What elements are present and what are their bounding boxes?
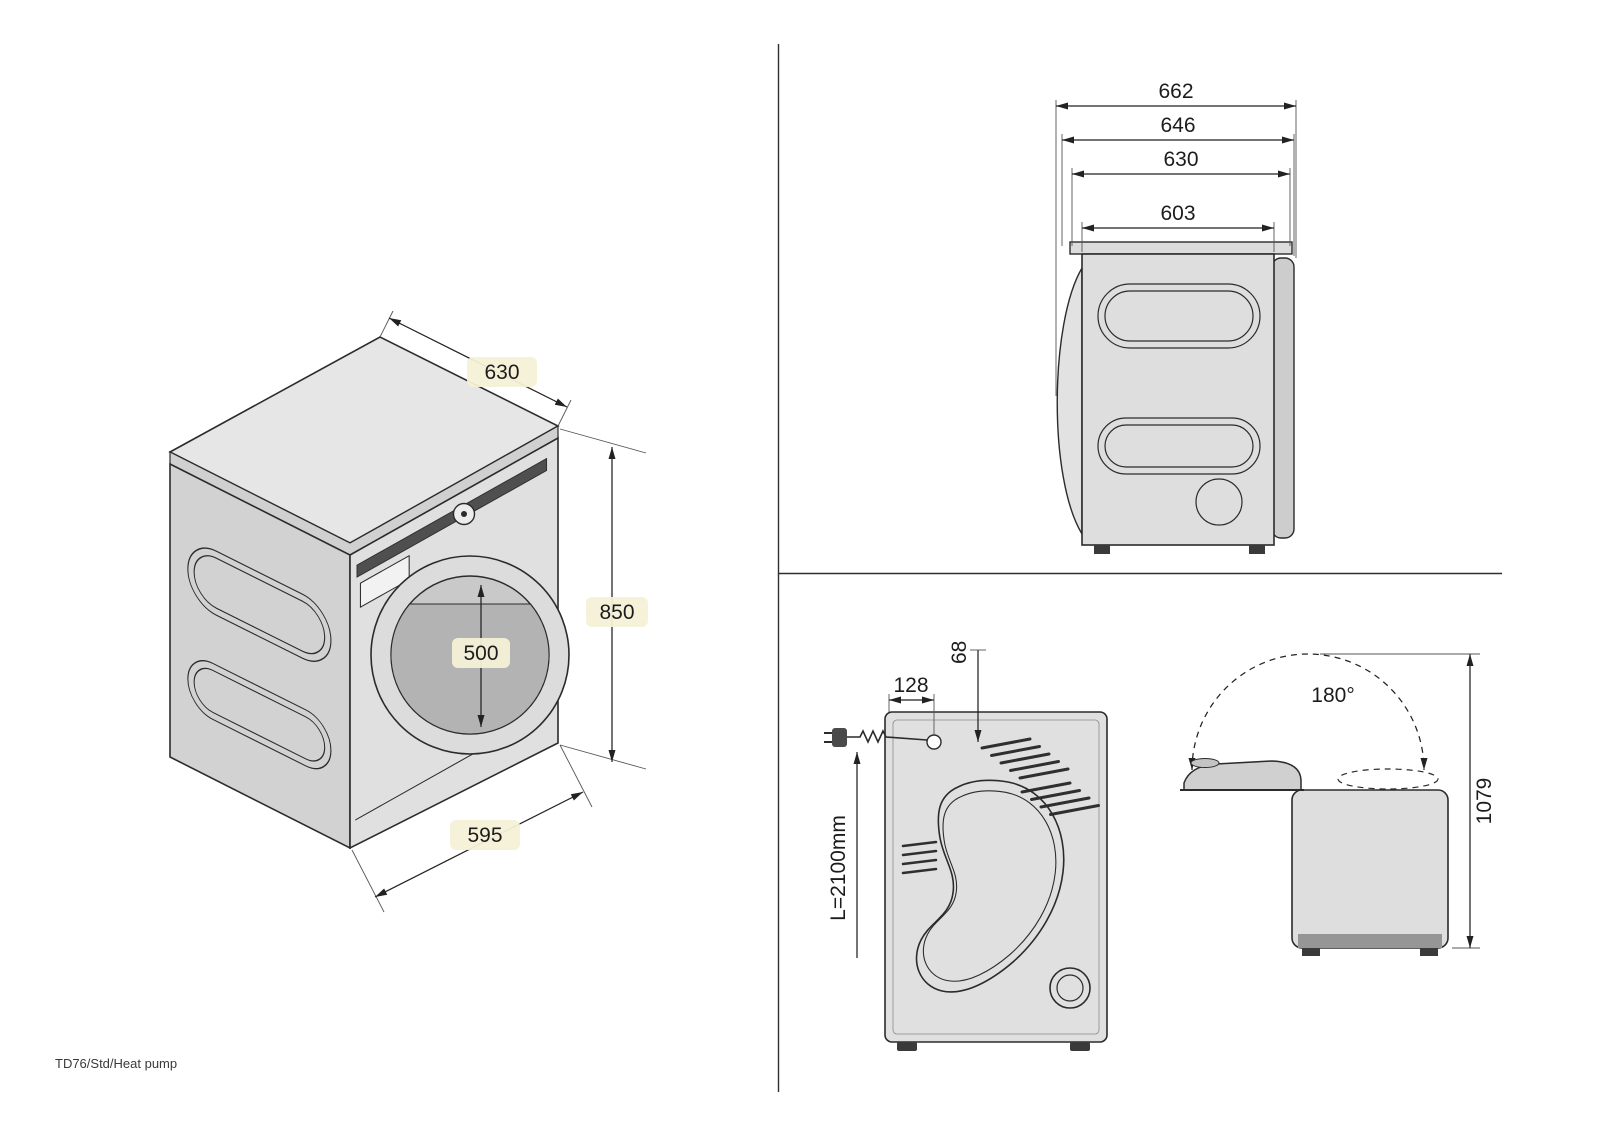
dim-1079-label: 1079 — [1473, 778, 1496, 825]
dim-662: 662 — [1055, 80, 1297, 396]
side-view: 662 646 630 603 — [1055, 80, 1297, 554]
lid-swing-arc — [1188, 653, 1428, 771]
louvre-slat — [901, 840, 938, 848]
dim-662-label: 662 — [1158, 80, 1193, 103]
vent-slot — [1097, 417, 1261, 475]
front-bulge — [1056, 265, 1083, 537]
dim-inlet-depth: 68 — [948, 641, 986, 742]
power-plug-icon — [832, 728, 847, 747]
dim-door-label: 500 — [463, 642, 498, 665]
cable-channel-inner — [922, 790, 1057, 982]
isometric-view: 630 850 500 595 — [168, 310, 648, 913]
vent-slot-inner — [1104, 424, 1254, 468]
vent-slot-inner — [193, 667, 326, 762]
louvre-slat — [990, 745, 1041, 757]
extension-line — [559, 428, 647, 454]
rear-panel — [884, 711, 1108, 1043]
service-circle — [1195, 478, 1243, 526]
side-vent-slots — [187, 547, 332, 770]
vent-slot — [187, 547, 332, 662]
dim-646: 646 — [1061, 114, 1295, 256]
dim-cable-length: L=2100mm — [827, 752, 861, 958]
foot — [1420, 948, 1438, 956]
louvre-slat — [1018, 767, 1070, 780]
dimension-highlight — [452, 638, 510, 668]
foot — [1249, 545, 1265, 554]
vent-slot — [187, 660, 332, 770]
drain-circle-inner — [1056, 974, 1084, 1002]
rear-view: 128 68 L=2100mm — [824, 641, 1108, 1051]
louvre-slat — [901, 849, 938, 857]
drum-base — [1298, 934, 1442, 948]
dim-depth-label: 630 — [484, 361, 519, 384]
control-strip — [356, 457, 548, 578]
dim-height-label: 850 — [599, 601, 634, 624]
dim-646-label: 646 — [1160, 114, 1195, 137]
drain-circle — [1049, 967, 1091, 1009]
control-knob-center — [461, 511, 467, 517]
extension-line — [559, 744, 647, 770]
dim-depth: 630 — [379, 310, 572, 427]
dim-width: 595 — [351, 744, 593, 913]
dim-630-label: 630 — [1163, 148, 1198, 171]
cable-grommet — [926, 734, 942, 750]
louvre-slat — [1039, 796, 1091, 809]
power-cord — [847, 729, 928, 744]
cable-channel-outer — [915, 779, 1065, 993]
louvre-slat — [999, 752, 1051, 765]
drum-body — [1291, 789, 1449, 949]
louvre-slat — [980, 737, 1032, 750]
power-cord-assembly — [824, 728, 942, 750]
vent-slot — [1097, 283, 1261, 349]
dim-68-label: 68 — [948, 641, 971, 664]
rear-panel-seam — [892, 719, 1100, 1035]
dim-128-label: 128 — [893, 674, 928, 697]
dimension-highlight — [467, 357, 537, 387]
extension-line — [559, 744, 593, 808]
dim-cord-offset: 128 — [888, 674, 935, 734]
louvre-slat — [1009, 760, 1060, 772]
cable-length-label: L=2100mm — [827, 815, 850, 921]
top-plate — [1069, 241, 1293, 255]
lid-view: 180° 1079 — [1180, 653, 1496, 956]
vent-slot-inner — [193, 555, 326, 655]
dimension-highlight — [450, 820, 520, 850]
closed-lid-ghost — [1337, 768, 1439, 790]
model-label: TD76/Std/Heat pump — [55, 1056, 177, 1071]
dim-603-label: 603 — [1160, 202, 1195, 225]
louvre-slat — [901, 858, 938, 866]
foot — [1070, 1042, 1090, 1051]
louvre-slat — [1049, 804, 1100, 816]
display-window — [359, 554, 410, 609]
vent-louvres-left — [901, 840, 938, 875]
extension-line — [379, 310, 394, 338]
dim-603: 603 — [1081, 202, 1275, 252]
vent-slot-inner — [1104, 290, 1254, 342]
rear-panel-strip — [1271, 257, 1295, 539]
foot — [1302, 948, 1320, 956]
extension-line — [557, 399, 572, 427]
foot — [1094, 545, 1110, 554]
dim-door: 500 — [452, 585, 510, 727]
door-glass-shade — [390, 603, 550, 735]
foot — [897, 1042, 917, 1051]
dimension-highlight — [586, 597, 648, 627]
machine-body — [1081, 253, 1275, 546]
vent-louvres-top — [980, 737, 1100, 816]
dim-width-label: 595 — [467, 824, 502, 847]
louvre-slat — [901, 867, 938, 875]
dim-height: 850 — [559, 428, 648, 770]
dim-630: 630 — [1071, 148, 1291, 246]
extension-line — [351, 849, 385, 913]
lid-handle — [1190, 758, 1220, 768]
opening-angle-label: 180° — [1311, 684, 1354, 707]
open-lid — [1183, 760, 1302, 791]
dim-open-height: 1079 — [1320, 653, 1496, 949]
